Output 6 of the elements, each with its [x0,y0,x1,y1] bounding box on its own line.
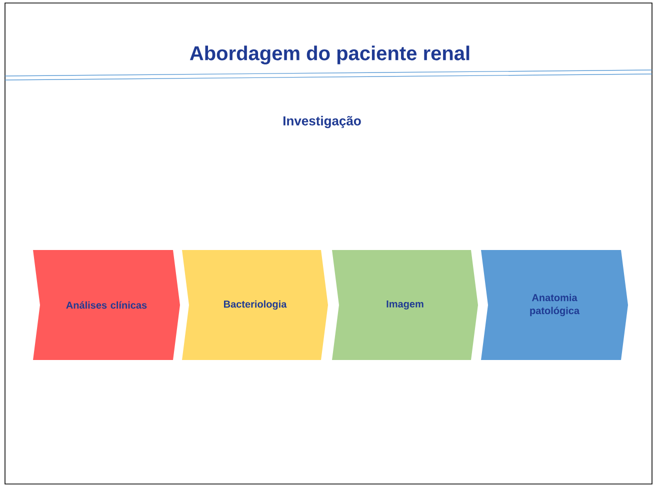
title: Abordagem do paciente renal [190,46,470,64]
process-step: Imagem [332,250,478,360]
subtitle: Investigação [284,116,361,128]
process-step: Análises clínicas [33,250,180,360]
process-step: Anatomia patológica [481,250,628,360]
process-step: Bacteriologia [182,250,328,360]
